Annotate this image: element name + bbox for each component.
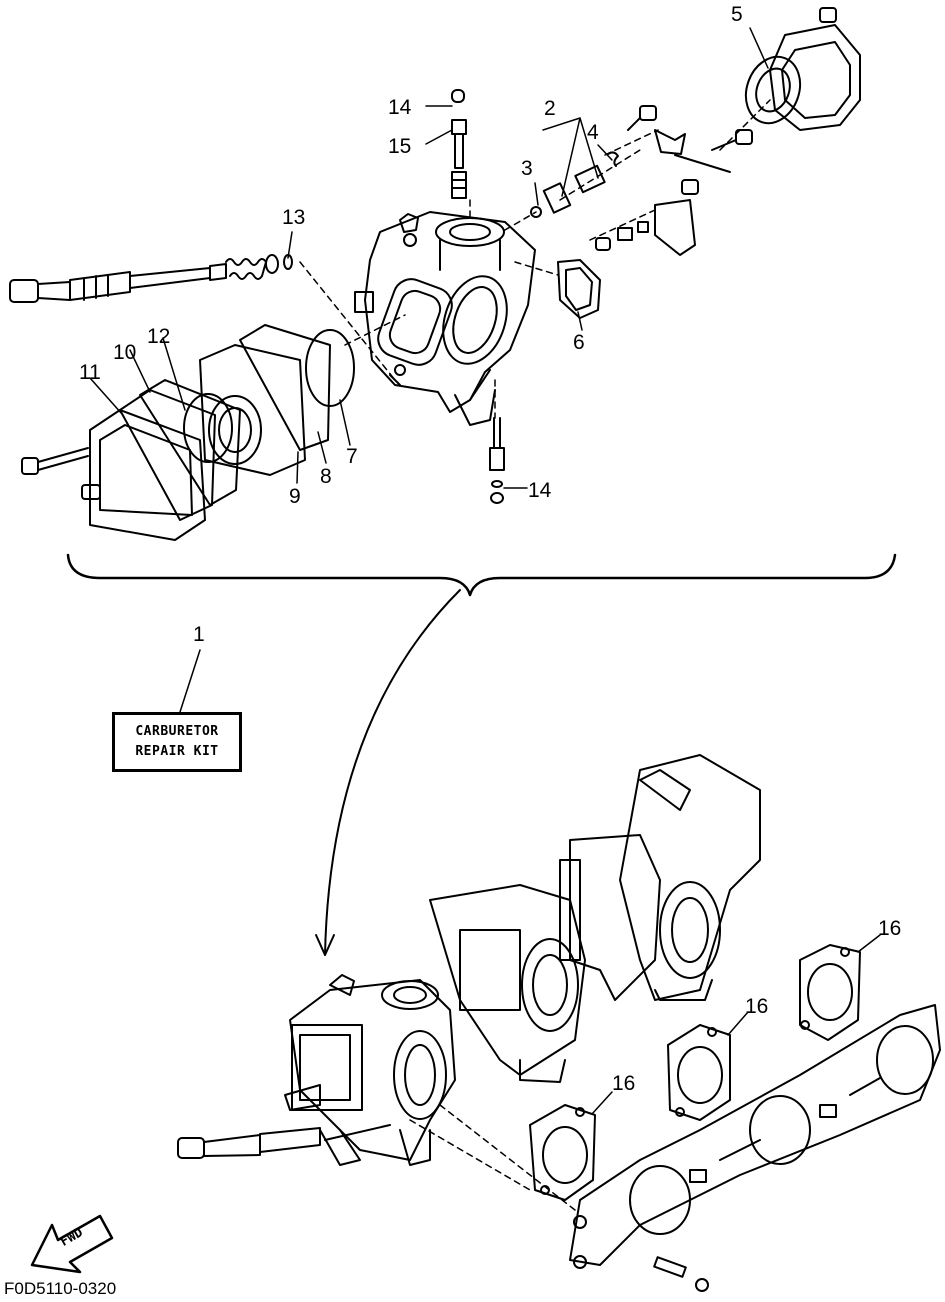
fuel-pump-diaphragm-2-part bbox=[305, 329, 355, 407]
repair-kit-line1: CARBURETOR bbox=[135, 724, 219, 739]
fwd-arrow-icon bbox=[30, 1214, 114, 1274]
gasket-16-c-part bbox=[799, 944, 861, 1041]
gasket-16-a-part bbox=[529, 1104, 596, 1201]
callout-8: 8 bbox=[320, 465, 332, 488]
diagram-code: F0D5110-0320 bbox=[4, 1279, 117, 1298]
throttle-shaft-part bbox=[9, 263, 227, 303]
repair-kit-label: CARBURETOR REPAIR KIT bbox=[112, 712, 242, 772]
spring-part bbox=[225, 258, 267, 280]
carburetor-body-part bbox=[354, 211, 536, 426]
callout-5: 5 bbox=[731, 3, 743, 26]
callout-16-leaders bbox=[591, 934, 881, 1115]
assembly-lines-bottom bbox=[409, 1104, 576, 1211]
callout-6: 6 bbox=[573, 331, 585, 354]
pump-screw-part bbox=[21, 457, 39, 475]
callout-16-c: 16 bbox=[878, 917, 902, 940]
callout-9: 9 bbox=[289, 485, 301, 508]
callout-13: 13 bbox=[282, 206, 306, 229]
fuel-pump-gasket-2-part bbox=[239, 324, 331, 451]
washer-part bbox=[265, 254, 279, 274]
callout-12: 12 bbox=[147, 325, 171, 348]
gasket-16-b-part bbox=[667, 1024, 731, 1121]
callout-7: 7 bbox=[346, 445, 358, 468]
carburetor-assembly-part bbox=[177, 754, 761, 1166]
intake-manifold-part bbox=[569, 1004, 941, 1292]
callout-15: 15 bbox=[388, 135, 412, 158]
assembly-arrow bbox=[324, 589, 461, 956]
fuel-pump-plate-part bbox=[139, 379, 241, 506]
fuel-pump-diaphragm-part bbox=[183, 393, 233, 463]
callout-14-bottom: 14 bbox=[528, 479, 552, 502]
bracket-brace bbox=[66, 553, 897, 597]
callout-14-top: 14 bbox=[388, 96, 412, 119]
callout-2: 2 bbox=[544, 97, 556, 120]
repair-kit-line2: REPAIR KIT bbox=[135, 744, 219, 759]
callout-10: 10 bbox=[113, 341, 137, 364]
callout-11: 11 bbox=[79, 361, 101, 384]
callout-1-leader bbox=[179, 649, 201, 713]
callout-16-a: 16 bbox=[612, 1072, 636, 1095]
pump-screw-shank-part bbox=[37, 447, 89, 471]
callout-3: 3 bbox=[521, 157, 533, 180]
pilot-jet-bottom-part bbox=[489, 417, 505, 504]
callout-leaders bbox=[89, 27, 769, 489]
gasket-6-part bbox=[557, 259, 601, 319]
fuel-pump-cover-part bbox=[81, 409, 206, 541]
fuel-pump-gasket-part bbox=[119, 389, 216, 521]
callout-4: 4 bbox=[587, 121, 599, 144]
linkage-bracket-part bbox=[595, 105, 753, 256]
assembly-lines-top bbox=[299, 99, 771, 419]
callout-16-b: 16 bbox=[745, 995, 769, 1018]
assembly-arrow-head bbox=[315, 934, 335, 956]
fuel-pump-body-part bbox=[199, 344, 306, 476]
needle-valve-part bbox=[530, 151, 619, 218]
pilot-jet-top-part bbox=[451, 89, 467, 199]
diaphragm-cover-5-part bbox=[744, 7, 861, 131]
callout-1: 1 bbox=[193, 623, 205, 646]
